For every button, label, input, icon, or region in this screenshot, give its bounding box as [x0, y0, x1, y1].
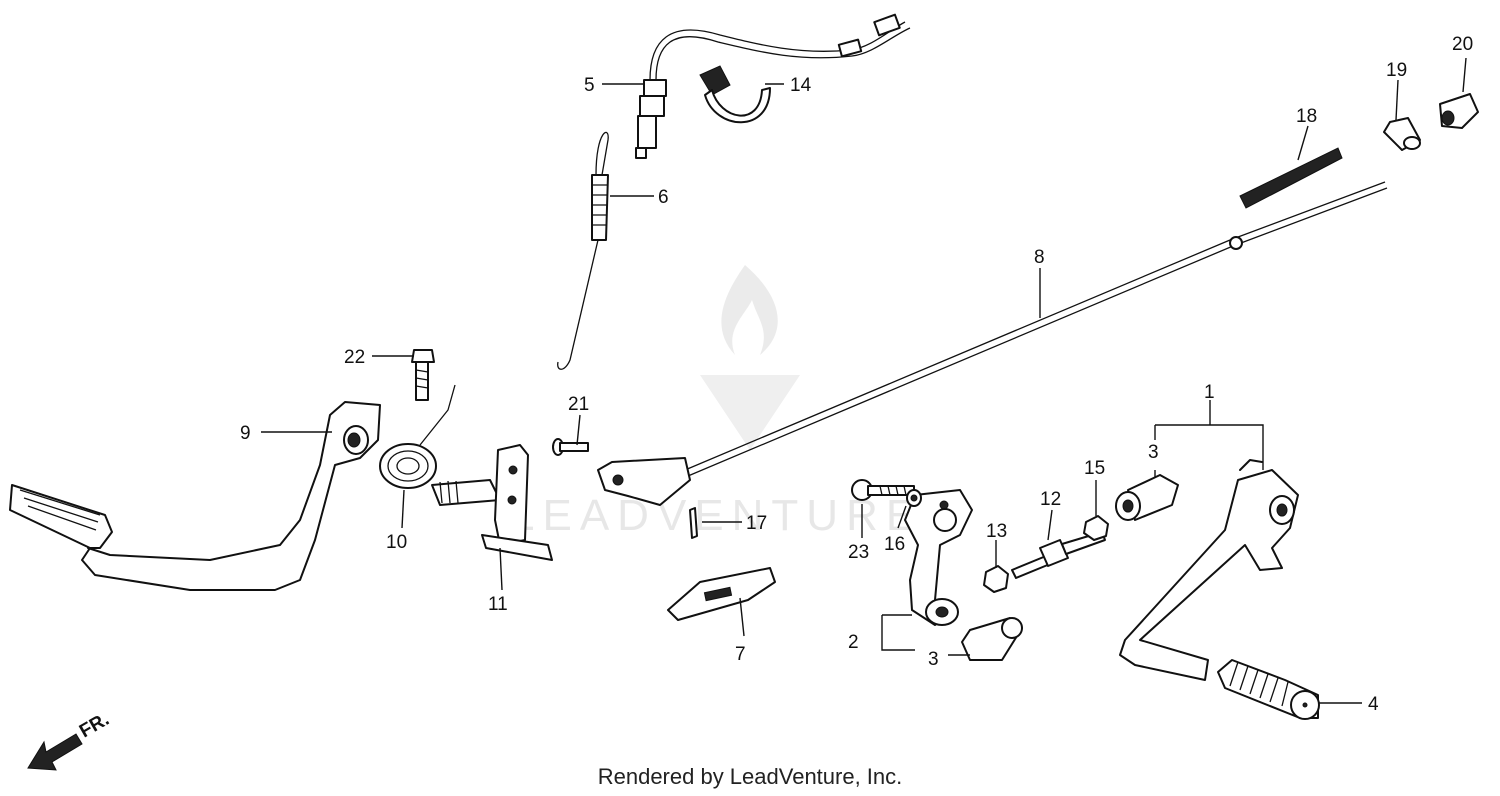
callout-2: 2	[848, 632, 859, 653]
callout-11: 11	[488, 594, 508, 615]
watermark-text: LEADVENTURE	[510, 491, 923, 540]
wire-clamp	[699, 65, 771, 124]
callout-3-lower: 3	[928, 649, 939, 670]
callout-6: 6	[658, 187, 669, 208]
adjust-nut	[1439, 93, 1479, 129]
shift-lever	[1119, 459, 1299, 681]
brake-switch	[635, 13, 911, 159]
callout-3-upper: 3	[1148, 442, 1159, 463]
callouts: 1 2 3 3 4 5 6 7 8 9 10 11 12 13 14 15 16…	[240, 34, 1473, 715]
brake-plate	[667, 567, 776, 621]
callout-15: 15	[1084, 458, 1105, 479]
callout-21: 21	[568, 394, 589, 415]
rod-joint-lower	[961, 617, 1023, 661]
callout-9: 9	[240, 423, 251, 444]
washer	[906, 489, 922, 507]
callout-22: 22	[344, 347, 365, 368]
callout-16: 16	[884, 534, 905, 555]
callout-4: 4	[1368, 694, 1379, 715]
callout-5: 5	[584, 75, 595, 96]
callout-19: 19	[1386, 60, 1407, 81]
callout-10: 10	[386, 532, 407, 553]
bolt-22	[411, 349, 435, 401]
shift-arm	[904, 489, 973, 626]
footer-credit: Rendered by LeadVenture, Inc.	[597, 764, 903, 789]
threaded-sleeve	[1239, 147, 1343, 209]
lock-nut-15	[1083, 515, 1109, 541]
watermark-logo: LEADVENTURE	[510, 265, 923, 540]
callout-13: 13	[986, 521, 1007, 542]
direction-label: FR.	[76, 709, 113, 742]
brake-rod	[597, 181, 1388, 506]
callout-1: 1	[1204, 382, 1215, 403]
return-spring	[379, 384, 456, 489]
callout-14: 14	[790, 75, 812, 96]
lock-nut-13	[983, 565, 1009, 593]
callout-8: 8	[1034, 247, 1045, 268]
switch-spring	[557, 131, 609, 370]
front-direction-arrow: FR.	[27, 709, 113, 771]
leader-lines	[261, 57, 1467, 704]
callout-23: 23	[848, 542, 869, 563]
callout-20: 20	[1452, 34, 1473, 55]
brake-pedal	[9, 401, 381, 591]
cotter-pin	[689, 507, 698, 539]
pivot-shaft	[431, 444, 553, 561]
callout-18: 18	[1296, 106, 1317, 127]
arrow-icon	[27, 733, 83, 771]
callout-7: 7	[735, 644, 746, 665]
rod-joint-upper	[1115, 474, 1179, 521]
callout-17: 17	[746, 513, 767, 534]
collar	[1383, 117, 1421, 151]
clevis-pin	[552, 438, 589, 456]
callout-12: 12	[1040, 489, 1061, 510]
shift-rubber	[1217, 659, 1320, 720]
